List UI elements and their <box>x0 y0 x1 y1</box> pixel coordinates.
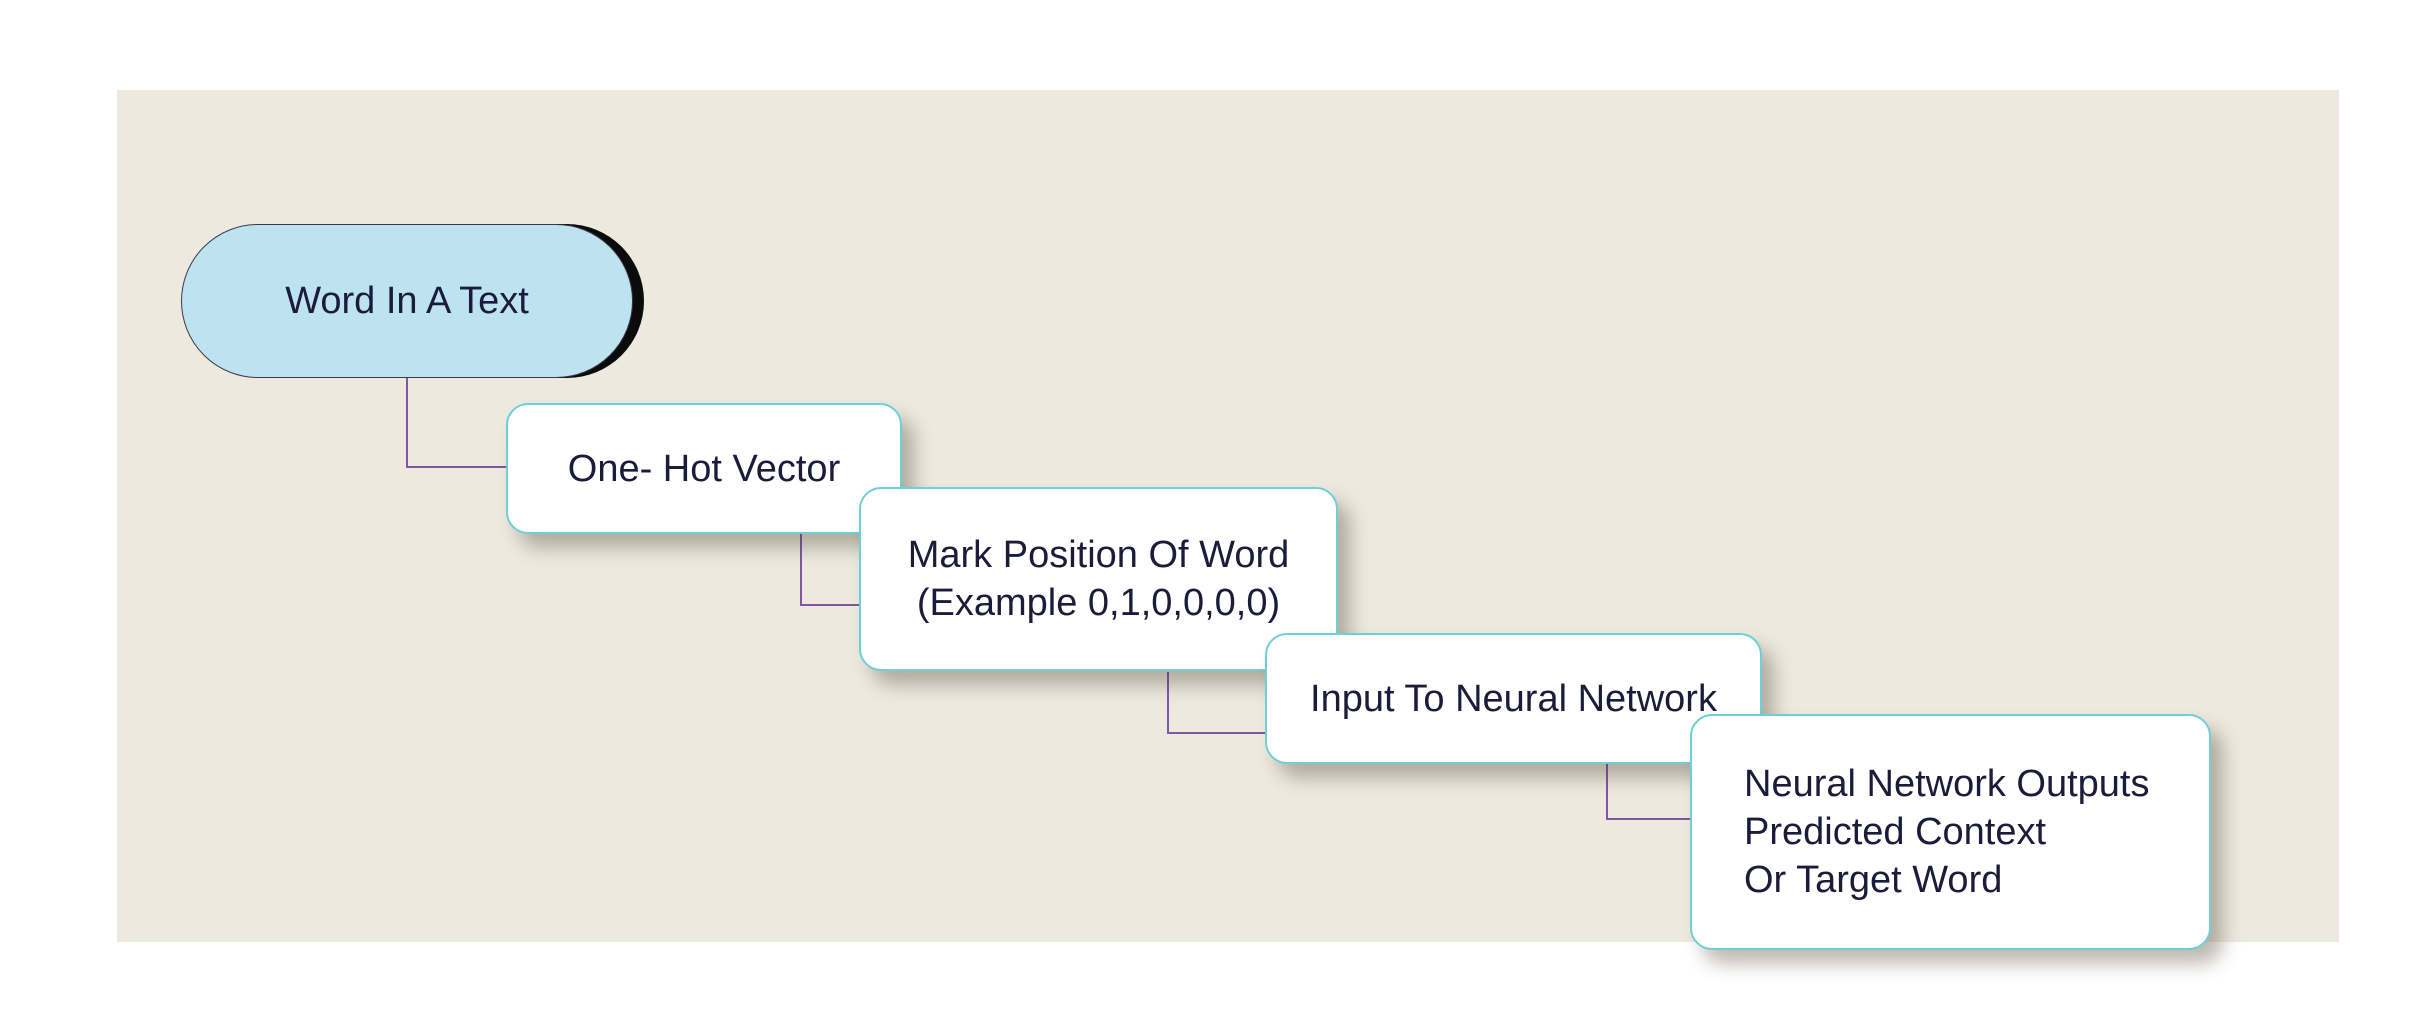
step-node-neural-network-outputs: Neural Network Outputs Predicted Context… <box>1690 714 2211 950</box>
step-4-line-2: Predicted Context <box>1744 811 2047 853</box>
step-3-line-1: Input To Neural Network <box>1310 677 1717 720</box>
step-2-line-1: Mark Position Of Word <box>907 534 1290 576</box>
step-node-one-hot-vector: One- Hot Vector <box>506 403 902 534</box>
connector-step-3-to-step-4 <box>1606 762 1698 820</box>
root-node-label: Word In A Text <box>285 279 529 322</box>
step-4-line-3: Or Target Word <box>1744 859 2003 901</box>
step-4-line-1: Neural Network Outputs <box>1744 763 2150 805</box>
connector-root-to-step-1 <box>406 378 516 468</box>
step-node-input-to-neural-network: Input To Neural Network <box>1265 633 1762 764</box>
step-node-mark-position: Mark Position Of Word (Example 0,1,0,0,0… <box>859 487 1338 671</box>
root-node: Word In A Text <box>181 224 633 378</box>
connector-step-1-to-step-2 <box>800 532 862 606</box>
connector-step-2-to-step-3 <box>1167 672 1275 734</box>
step-2-line-2: (Example 0,1,0,0,0,0) <box>916 582 1281 624</box>
step-1-line-1: One- Hot Vector <box>567 447 841 490</box>
